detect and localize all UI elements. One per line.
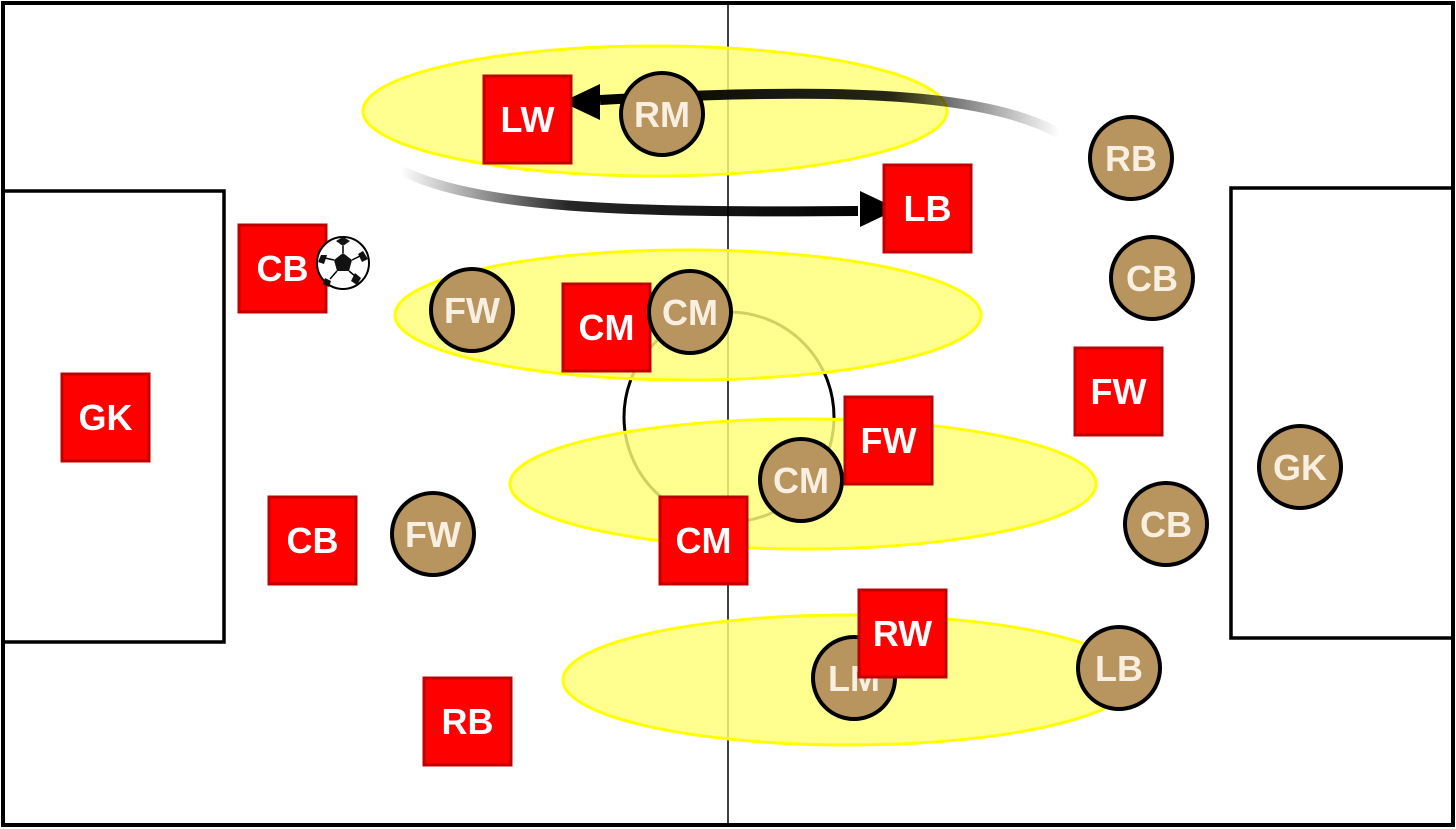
tan-player-cm-top-label: CM xyxy=(662,292,718,333)
tan-player-cb-top-label: CB xyxy=(1126,258,1178,299)
red-player-lw-label: LW xyxy=(501,99,555,140)
red-player-lw[interactable]: LW xyxy=(482,74,573,165)
tan-player-cm-top[interactable]: CM xyxy=(647,269,733,355)
red-player-cb-top-label: CB xyxy=(257,248,309,289)
red-player-gk[interactable]: GK xyxy=(60,372,151,463)
red-player-cm-bottom-label: CM xyxy=(676,520,732,561)
tan-player-cb-top[interactable]: CB xyxy=(1109,235,1195,321)
red-team: GK CB CB RB LW LB CM CM xyxy=(60,74,1164,767)
run-arrow-bottom xyxy=(399,166,859,217)
red-player-cb-bottom[interactable]: CB xyxy=(267,495,358,586)
red-player-cm-top-label: CM xyxy=(579,307,635,348)
red-player-cb-bottom-label: CB xyxy=(287,520,339,561)
tan-player-fw-bottom-label: FW xyxy=(405,514,461,555)
tan-player-rm[interactable]: RM xyxy=(619,71,705,157)
red-player-fw-mid[interactable]: FW xyxy=(843,395,934,486)
red-player-lb[interactable]: LB xyxy=(882,163,973,254)
red-player-rw[interactable]: RW xyxy=(857,588,948,679)
tan-player-cm-bottom-label: CM xyxy=(773,460,829,501)
tan-player-rb[interactable]: RB xyxy=(1088,115,1174,201)
tan-player-lb[interactable]: LB xyxy=(1076,625,1162,711)
red-player-rw-label: RW xyxy=(873,613,932,654)
red-player-cm-top[interactable]: CM xyxy=(561,282,652,373)
red-player-cm-bottom[interactable]: CM xyxy=(658,495,749,586)
red-player-fw-right-label: FW xyxy=(1091,371,1147,412)
tan-player-rb-label: RB xyxy=(1105,138,1157,179)
tan-player-fw-bottom[interactable]: FW xyxy=(390,491,476,577)
red-player-rb-label: RB xyxy=(442,701,494,742)
red-player-fw-mid-label: FW xyxy=(861,420,917,461)
tan-team: GK RB CB CB LB RM LM CM xyxy=(390,71,1343,721)
run-arrow-top-head xyxy=(562,84,600,120)
soccer-ball-icon[interactable] xyxy=(316,236,370,290)
tan-player-cm-bottom[interactable]: CM xyxy=(758,437,844,523)
red-player-gk-label: GK xyxy=(79,397,133,438)
tan-player-cb-bottom-label: CB xyxy=(1140,504,1192,545)
tan-player-fw-top[interactable]: FW xyxy=(429,267,515,353)
red-player-rb[interactable]: RB xyxy=(422,676,513,767)
tan-player-lm[interactable]: LM xyxy=(811,635,897,721)
tan-player-cb-bottom[interactable]: CB xyxy=(1123,481,1209,567)
tan-player-gk-label: GK xyxy=(1273,447,1327,488)
left-penalty-box xyxy=(1,189,226,644)
run-arrow-bottom-head xyxy=(860,191,898,227)
tan-player-fw-top-label: FW xyxy=(444,290,500,331)
right-penalty-box xyxy=(1229,186,1455,640)
red-player-fw-right[interactable]: FW xyxy=(1073,346,1164,437)
red-player-lb-label: LB xyxy=(904,188,952,229)
arrows xyxy=(399,84,1061,227)
tan-player-lb-label: LB xyxy=(1095,648,1143,689)
red-player-cb-top[interactable]: CB xyxy=(237,223,328,314)
tan-player-rm-label: RM xyxy=(634,94,690,135)
tan-player-gk[interactable]: GK xyxy=(1257,424,1343,510)
